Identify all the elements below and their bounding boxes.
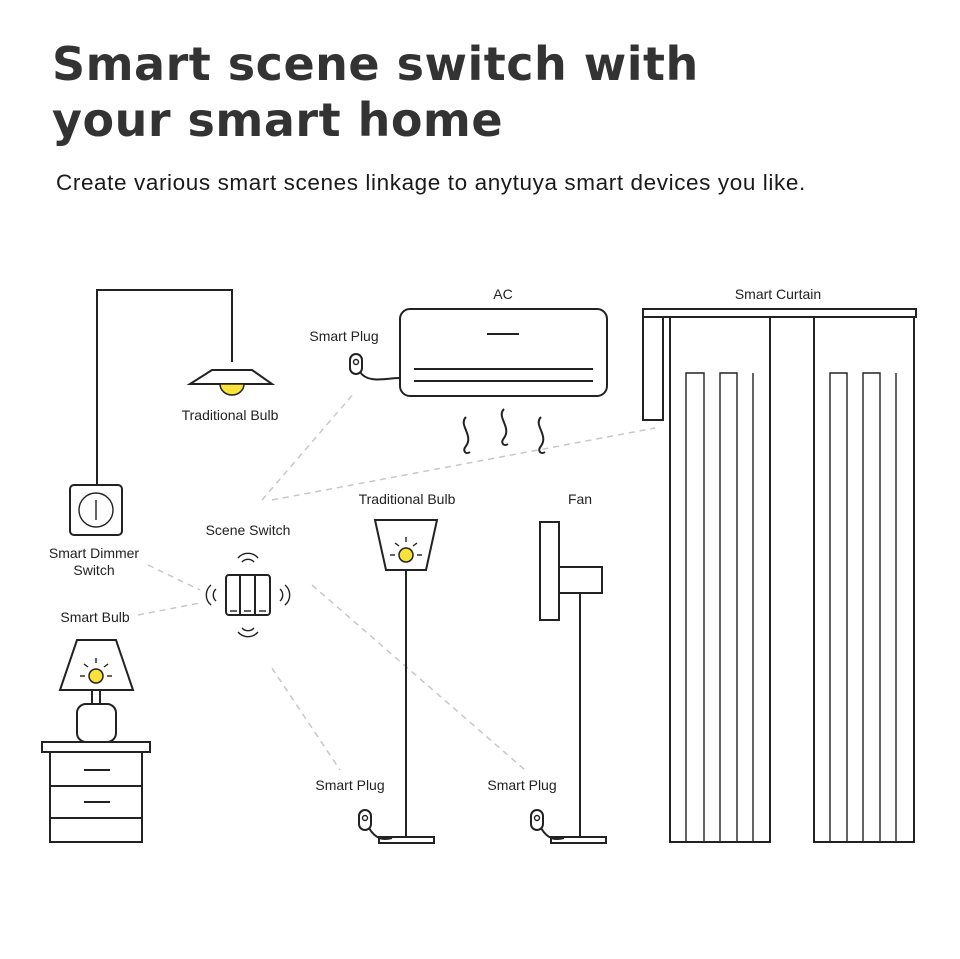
smart-curtain: Smart Curtain xyxy=(642,286,917,843)
floor-bulb-label: Traditional Bulb xyxy=(359,491,456,507)
link-to-dimmer xyxy=(147,564,201,591)
curtain-folds xyxy=(685,372,897,842)
title-line-2: your smart home xyxy=(52,93,504,147)
airflow-icon xyxy=(462,408,546,455)
table-lamp-base xyxy=(76,703,117,743)
fan-plug-label: Smart Plug xyxy=(487,777,556,793)
link-to-lamp-plug xyxy=(271,667,341,771)
page-title: Smart scene switch with your smart home xyxy=(52,36,699,148)
ac-unit xyxy=(399,308,608,397)
smart-bulb-icon xyxy=(88,668,104,684)
link-to-smart-bulb xyxy=(137,602,201,616)
scene-switch-panel xyxy=(225,574,271,616)
lamp-wire xyxy=(96,289,233,485)
air-conditioner: AC Smart Plug xyxy=(309,286,608,455)
floor-bulb-icon xyxy=(398,547,414,563)
scene-switch-label: Scene Switch xyxy=(206,522,291,538)
dimmer-knob-icon xyxy=(78,492,114,528)
ac-plug-label: Smart Plug xyxy=(309,328,378,344)
fan-base xyxy=(550,836,607,844)
bulb-rays-icon xyxy=(80,658,112,677)
dimmer-switch: Smart Dimmer Switch xyxy=(49,484,140,578)
table-lamp-shade xyxy=(58,639,135,691)
smart-bulb-label: Smart Bulb xyxy=(60,609,129,625)
link-to-fan-plug xyxy=(311,584,526,771)
link-to-curtain xyxy=(271,427,656,501)
nightstand-top xyxy=(41,741,151,753)
wireless-signal-icon xyxy=(205,552,291,638)
curtain-motor xyxy=(642,316,664,421)
curtain-label: Smart Curtain xyxy=(735,286,821,302)
pendant-bulb-icon xyxy=(219,383,245,396)
fan-plug-icon xyxy=(530,809,544,831)
title-line-1: Smart scene switch with xyxy=(52,37,699,91)
link-to-ac-plug xyxy=(261,391,356,501)
curtain-rail xyxy=(642,308,917,318)
lamp-plug-icon xyxy=(358,809,372,831)
standing-fan: Fan Smart Plug xyxy=(487,491,607,844)
pendant-bulb-label: Traditional Bulb xyxy=(182,407,279,423)
floor-lamp-shade xyxy=(373,519,439,571)
fan-plug-cable xyxy=(540,827,565,840)
dimmer-label-line1: Smart Dimmer xyxy=(49,545,140,561)
lamp-shade xyxy=(186,369,276,385)
ac-plug-icon xyxy=(349,353,363,375)
nightstand-body xyxy=(49,751,143,843)
scene-switch: Scene Switch xyxy=(205,522,291,638)
fan-motor xyxy=(558,566,603,594)
curtain-right-panel xyxy=(813,316,915,843)
fan-label: Fan xyxy=(568,491,592,507)
ac-label: AC xyxy=(493,286,512,302)
dimmer-label-line2: Switch xyxy=(73,562,114,578)
subtitle: Create various smart scenes linkage to a… xyxy=(56,170,806,195)
lamp-plug-cable xyxy=(368,827,393,840)
connection-lines xyxy=(137,391,656,771)
ac-plug-cable xyxy=(359,371,401,381)
table-lamp-neck xyxy=(91,689,101,705)
lamp-plug-label: Smart Plug xyxy=(315,777,384,793)
table-lamp: Smart Bulb xyxy=(41,609,151,843)
fan-head xyxy=(539,521,560,621)
floor-bulb-rays-icon xyxy=(390,537,422,556)
floor-lamp: Traditional Bulb Smart Plug xyxy=(315,491,456,844)
floor-lamp-base xyxy=(378,836,435,844)
pendant-lamp: Traditional Bulb xyxy=(96,289,279,485)
